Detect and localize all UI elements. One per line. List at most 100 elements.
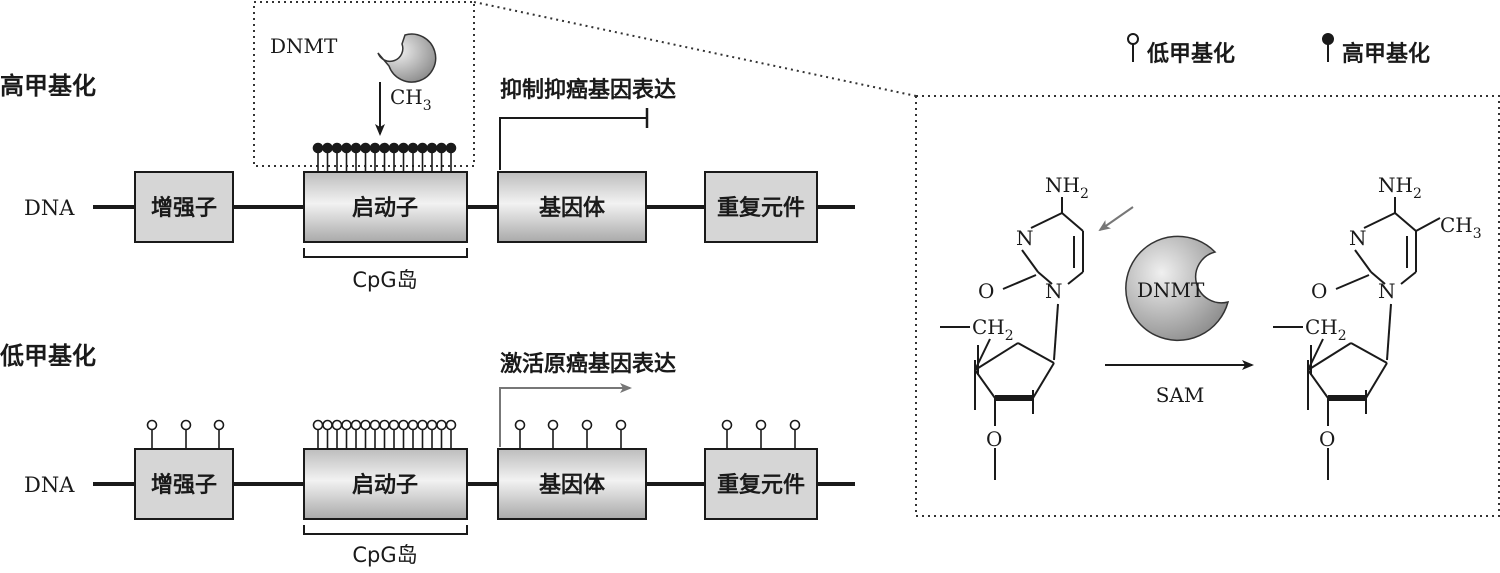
unmethylated-cpg-pin-icon (1127, 33, 1139, 62)
repression-line (499, 117, 647, 170)
dnmt-label-reaction: DNMT (1137, 278, 1205, 302)
methylated-cpg-pin-icon (360, 142, 371, 172)
unmethylated-cpg-pin-icon (360, 419, 371, 449)
unmethylated-cpg-pin-icon (369, 419, 381, 449)
enhancer-label-high: 增强子 (151, 195, 217, 221)
promoter-box-low (303, 448, 468, 520)
methylated-cpg-pin-icon (1322, 33, 1334, 62)
unmethylated-cpg-pin-icon (331, 419, 343, 449)
unmethylated-cpg-pin-icon (341, 419, 352, 449)
promoter-box-high (303, 171, 468, 243)
unmethylated-cpg-pin-icon (407, 419, 419, 449)
unmethylated-cpg-pin-icon (755, 419, 767, 449)
legend-high-methylation: 高甲基化 (1342, 41, 1430, 67)
dna-label-high: DNA (24, 196, 75, 220)
methylated-cpg-pin-icon (407, 142, 419, 172)
activate-annotation: 激活原癌基因表达 (500, 351, 676, 377)
methylated-cpg-pin-icon (341, 142, 352, 172)
methylated-cpg-pin-icon (379, 142, 390, 172)
cpg-island-label-low: CpG岛 (352, 543, 417, 567)
n3-left: N (1016, 226, 1034, 250)
sam-label: SAM (1156, 383, 1205, 407)
hypermethylation-panel: 高甲基化 DNA DNMT CH3 增强子 启动子 基因体 重复元件 CpG岛 … (0, 1, 917, 292)
o3-right: O (1319, 427, 1335, 451)
methylated-cpg-pin-icon (398, 142, 409, 172)
panel-title-low: 低甲基化 (0, 342, 96, 370)
n1-left: N (1045, 279, 1063, 303)
dnmt-enzyme-icon (377, 33, 437, 83)
methylcytosine-structure (1273, 197, 1441, 480)
unmethylated-cpg-pin-icon (417, 419, 428, 449)
repeat-box-high (704, 171, 818, 243)
enhancer-box-low (134, 448, 234, 520)
reaction-border (915, 95, 1500, 517)
unmethylated-cpg-pin-icon (426, 419, 438, 449)
methylated-cpg-pin-icon (417, 142, 428, 172)
unmethylated-cpg-pin-icon (379, 419, 390, 449)
methyl-right: CH3 (1440, 213, 1482, 242)
dna-label-low: DNA (24, 473, 75, 497)
unmethylated-cpg-pin-icon (213, 419, 225, 449)
dnmt-enzyme-large-icon (1125, 235, 1230, 342)
methylated-cpg-pin-icon (331, 142, 343, 172)
promoter-methylated-pins (312, 142, 457, 172)
legend-low-methylation: 低甲基化 (1146, 41, 1235, 67)
unmethylated-cpg-pin-icon (721, 419, 733, 449)
methylated-cpg-pin-icon (388, 142, 400, 172)
ch2-right: CH2 (1305, 315, 1347, 344)
unmethylated-cpg-pin-icon (388, 419, 400, 449)
ch2-left: CH2 (972, 315, 1014, 344)
methylated-cpg-pin-icon (445, 142, 457, 172)
unmethylated-cpg-pin-icon (436, 419, 447, 449)
unmethylated-cpg-pin-icon (398, 419, 409, 449)
unmethylated-cpg-pin-icon (789, 419, 801, 449)
activation-arrow-icon (499, 383, 632, 447)
repeat-label-high: 重复元件 (717, 195, 805, 221)
gene-body-label-low: 基因体 (539, 473, 606, 498)
repress-annotation: 抑制抑癌基因表达 (500, 77, 676, 103)
gene-body-box-high (497, 171, 647, 243)
methylated-cpg-pin-icon (436, 142, 447, 172)
n1-right: N (1378, 279, 1396, 303)
repeat-box-low (704, 448, 818, 520)
reaction-box: NH2 N N O CH2 O DNMT SAM (915, 95, 1500, 517)
gene-body-box-low (497, 448, 647, 520)
dnmt-inset-box (253, 1, 475, 167)
cpg-island-label-high: CpG岛 (352, 268, 417, 292)
legend: 低甲基化 高甲基化 (1127, 33, 1430, 67)
amine-right: NH2 (1378, 173, 1422, 202)
unmethylated-cpg-pin-icon (146, 419, 158, 449)
hypomethylation-panel: 低甲基化 DNA 增强子 启动子 基因体 重复元件 CpG岛 激活原癌基因表达 (0, 342, 855, 567)
unmethylated-cpg-pin-icon (615, 419, 627, 449)
enhancer-label-low: 增强子 (151, 472, 217, 498)
methylation-site-arrow-icon (1098, 206, 1134, 232)
unmethylated-cpg-pin-icon (180, 419, 192, 449)
cpg-bracket-low (303, 525, 468, 535)
amine-left: NH2 (1045, 173, 1089, 202)
methylated-cpg-pin-icon (312, 142, 324, 172)
repeat-label-low: 重复元件 (717, 472, 805, 498)
dnmt-label-high: DNMT (270, 34, 338, 58)
methylated-cpg-pin-icon (350, 142, 362, 172)
unmethylated-cpg-pin-icon (350, 419, 362, 449)
oxygen-right: O (1311, 279, 1327, 303)
methylated-cpg-pin-icon (369, 142, 381, 172)
methyl-group-label: CH3 (390, 85, 432, 114)
o3-left: O (986, 427, 1002, 451)
promoter-label-low: 启动子 (352, 472, 418, 498)
unmethylated-cpg-pin-icon (312, 419, 324, 449)
unmethylated-cpg-pin-icon (581, 419, 593, 449)
promoter-label-high: 启动子 (352, 195, 418, 221)
gene-body-label-high: 基因体 (539, 196, 606, 221)
cytosine-structure (940, 197, 1084, 480)
panel-title-high: 高甲基化 (0, 72, 96, 100)
methylated-cpg-pin-icon (322, 142, 333, 172)
unmethylated-cpg-pin-icon (547, 419, 559, 449)
cpg-bracket-high (303, 248, 468, 258)
unmethylated-pins (146, 419, 801, 449)
unmethylated-cpg-pin-icon (514, 419, 526, 449)
methylated-cpg-pin-icon (426, 142, 438, 172)
oxygen-left: O (978, 279, 994, 303)
